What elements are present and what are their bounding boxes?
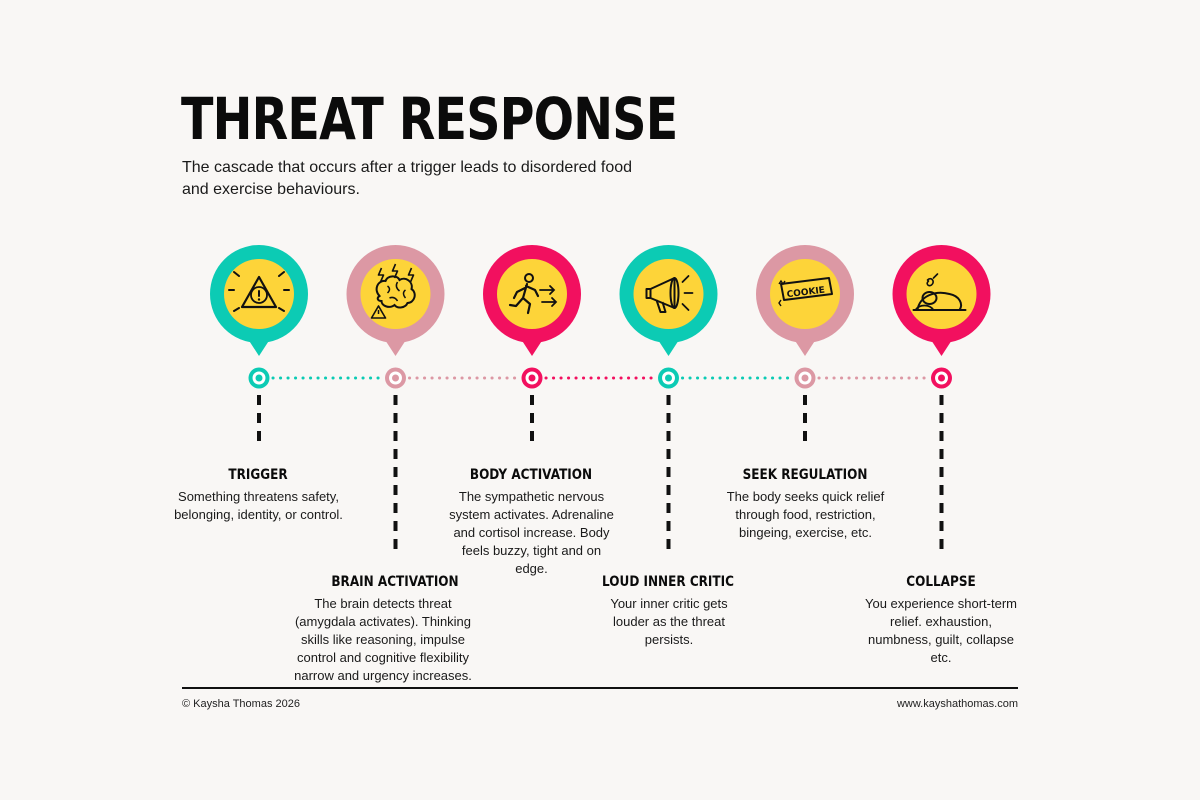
footer-divider [182,687,1018,689]
cookie-label: COOKIE [786,286,825,301]
step-pin-body-activation [483,245,581,356]
step-heading-seek-regulation: SEEK REGULATION [742,467,868,483]
footer-copyright: © Kaysha Thomas 2026 [182,698,300,710]
warning-icon [228,271,290,312]
step-description-trigger: Something threatens safety, belonging, i… [174,489,343,522]
step-heading-loud-inner-critic: LOUD INNER CRITIC [602,574,734,590]
timeline-node-collapse [931,367,952,389]
megaphone-icon [645,275,694,313]
step-heading-trigger: TRIGGER [228,467,288,483]
step-pin-collapse [892,245,991,356]
timeline-node-loud-inner-critic [658,367,679,389]
icon-badge [497,259,567,329]
step-pin-loud-inner-critic [619,245,718,356]
cookie-icon: COOKIE [778,277,833,307]
brain-icon [370,263,416,319]
step-description-collapse: You experience short-term relief. exhaus… [865,596,1017,665]
timeline-node-body-activation [521,367,543,389]
step-description-loud-inner-critic: Your inner critic gets louder as the thr… [610,596,728,647]
icon-badge [906,259,977,329]
step-pin-seek-regulation: COOKIE [756,245,854,356]
collapsed-person-icon [912,273,967,311]
step-heading-body-activation: BODY ACTIVATION [469,467,593,483]
step-pin-brain-activation [346,245,445,356]
page-title: THREAT RESPONSE [181,85,678,153]
step-heading-brain-activation: BRAIN ACTIVATION [331,574,459,590]
timeline-node-seek-regulation [794,367,816,389]
step-description-body-activation: The sympathetic nervous system activates… [449,489,614,576]
step-description-seek-regulation: The body seeks quick relief through food… [726,489,885,540]
step-description-brain-activation: The brain detects threat (amygdala activ… [294,596,472,683]
icon-badge [633,259,704,329]
running-person-icon [508,273,558,315]
icon-badge [770,259,840,329]
timeline-node-trigger [248,367,270,389]
page-subtitle: The cascade that occurs after a trigger … [182,159,633,198]
timeline-node-brain-activation [385,367,406,389]
step-heading-collapse: COLLAPSE [906,574,976,590]
step-pin-trigger [210,245,308,356]
footer-website-link[interactable]: www.kayshathomas.com [896,698,1018,710]
